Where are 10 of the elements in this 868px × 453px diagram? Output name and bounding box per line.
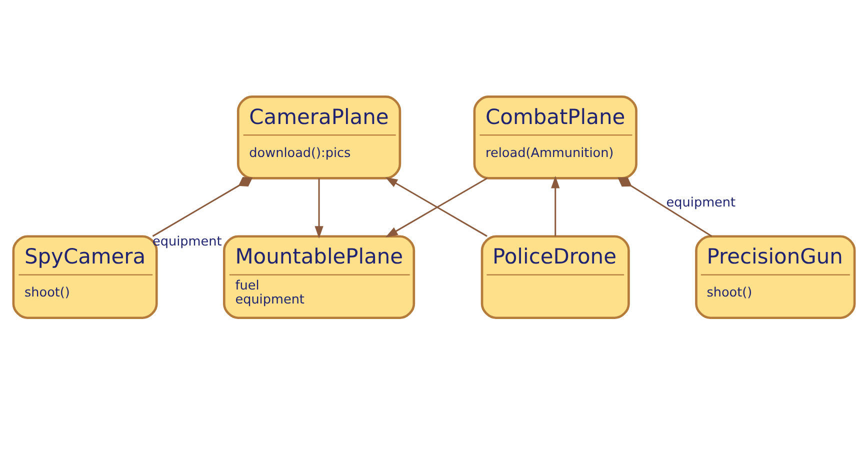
node-box: CameraPlane download():pics — [236, 95, 402, 179]
node-box: PrecisionGun shoot() — [695, 234, 856, 319]
connector — [152, 176, 253, 236]
connector — [618, 176, 712, 236]
arrow — [551, 175, 560, 236]
node-box: MountablePlane fuel equipment — [223, 234, 416, 319]
edge-label: equipment — [666, 194, 736, 210]
arrow — [314, 178, 324, 238]
node-box: CombatPlane reload(Ammunition) — [473, 95, 638, 179]
node-box: PoliceDrone — [480, 234, 630, 319]
